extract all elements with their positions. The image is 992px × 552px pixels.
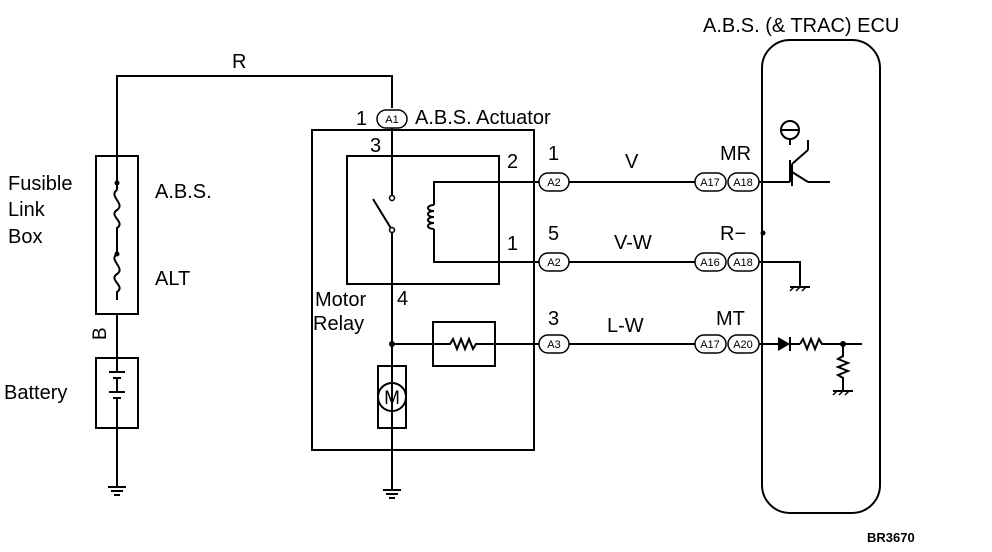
fuse-abs-label: A.B.S. [155,181,212,203]
relay-pin-1: 1 [507,233,518,255]
ground-icon [108,486,126,496]
circuit-2-ecu-connector-a: A16 [694,252,727,272]
relay-coil-symbol [427,181,539,263]
diode-icon [759,337,800,351]
circuit-2-wire-color: V-W [614,232,652,254]
circuit-1-connector: A2 [538,172,570,192]
circuit-2-connector: A2 [538,252,570,272]
transistor-icon [759,120,830,186]
relay-pin-4: 4 [397,288,408,310]
relay-pin-2: 2 [507,151,518,173]
svg-text:A20: A20 [733,339,753,351]
svg-text:A2: A2 [547,177,560,189]
actuator-title: A.B.S. Actuator [415,107,551,129]
svg-text:A1: A1 [385,114,398,126]
circuit-1-wire-color: V [625,151,639,173]
actuator-body [311,129,535,451]
circuit-3-ecu-connector-b: A20 [727,334,760,354]
relay-label: Relay [313,313,364,335]
circuit-1-ecu-connector-b: A18 [727,172,760,192]
ecu-pulldown-resistor-icon [835,344,851,390]
wire-b-label: B [90,327,111,340]
circuit-3-wire-color: L-W [607,315,644,337]
ground-icon [832,390,853,396]
ground-icon [383,489,401,499]
actuator-pin-top: 1 [356,108,367,130]
motor-letter: M [384,388,400,409]
fusible-label-1: Fusible [8,173,72,195]
fuse-abs-symbol [113,180,121,236]
svg-text:A2: A2 [547,257,560,269]
svg-text:A3: A3 [547,339,560,351]
terminal-dot [760,230,766,236]
junction-dot [389,341,395,347]
circuit-1-pin: 1 [548,143,559,165]
circuit-2-pin: 5 [548,223,559,245]
relay-pin-3: 3 [370,135,381,157]
figure-code: BR3670 [867,530,915,545]
svg-text:A18: A18 [733,257,753,269]
battery-symbol [109,358,125,428]
terminal-mr: MR [720,143,751,165]
fusible-label-2: Link [8,199,46,221]
wire-r-label: R [232,51,246,73]
fuse-alt-symbol [113,236,121,300]
wire-r [116,75,393,183]
fuse-alt-label: ALT [155,268,190,290]
terminal-r-minus: R− [720,223,746,245]
resistor-symbol [392,336,539,352]
svg-text:A17: A17 [700,177,720,189]
motor-symbol: M [377,365,407,429]
circuit-3-connector: A3 [538,334,570,354]
fusible-label-3: Box [8,226,42,248]
connector-a1: A1 [376,109,408,129]
motor-label: Motor [315,289,366,311]
circuit-3-pin: 3 [548,308,559,330]
ecu-title: A.B.S. (& TRAC) ECU [703,15,899,37]
battery-label: Battery [4,382,67,404]
ecu-body [761,39,881,514]
circuit-3-ecu-connector-a: A17 [694,334,727,354]
circuit-1-ecu-connector-a: A17 [694,172,727,192]
ecu-resistor-icon [799,336,862,352]
ground-icon [789,286,810,292]
circuit-2-ground-wire [759,261,801,286]
svg-text:A16: A16 [700,257,720,269]
circuit-2-ecu-connector-b: A18 [727,252,760,272]
motor-relay-box [346,155,500,285]
svg-text:A18: A18 [733,177,753,189]
terminal-mt: MT [716,308,745,330]
svg-text:A17: A17 [700,339,720,351]
relay-switch-symbol [372,128,396,466]
